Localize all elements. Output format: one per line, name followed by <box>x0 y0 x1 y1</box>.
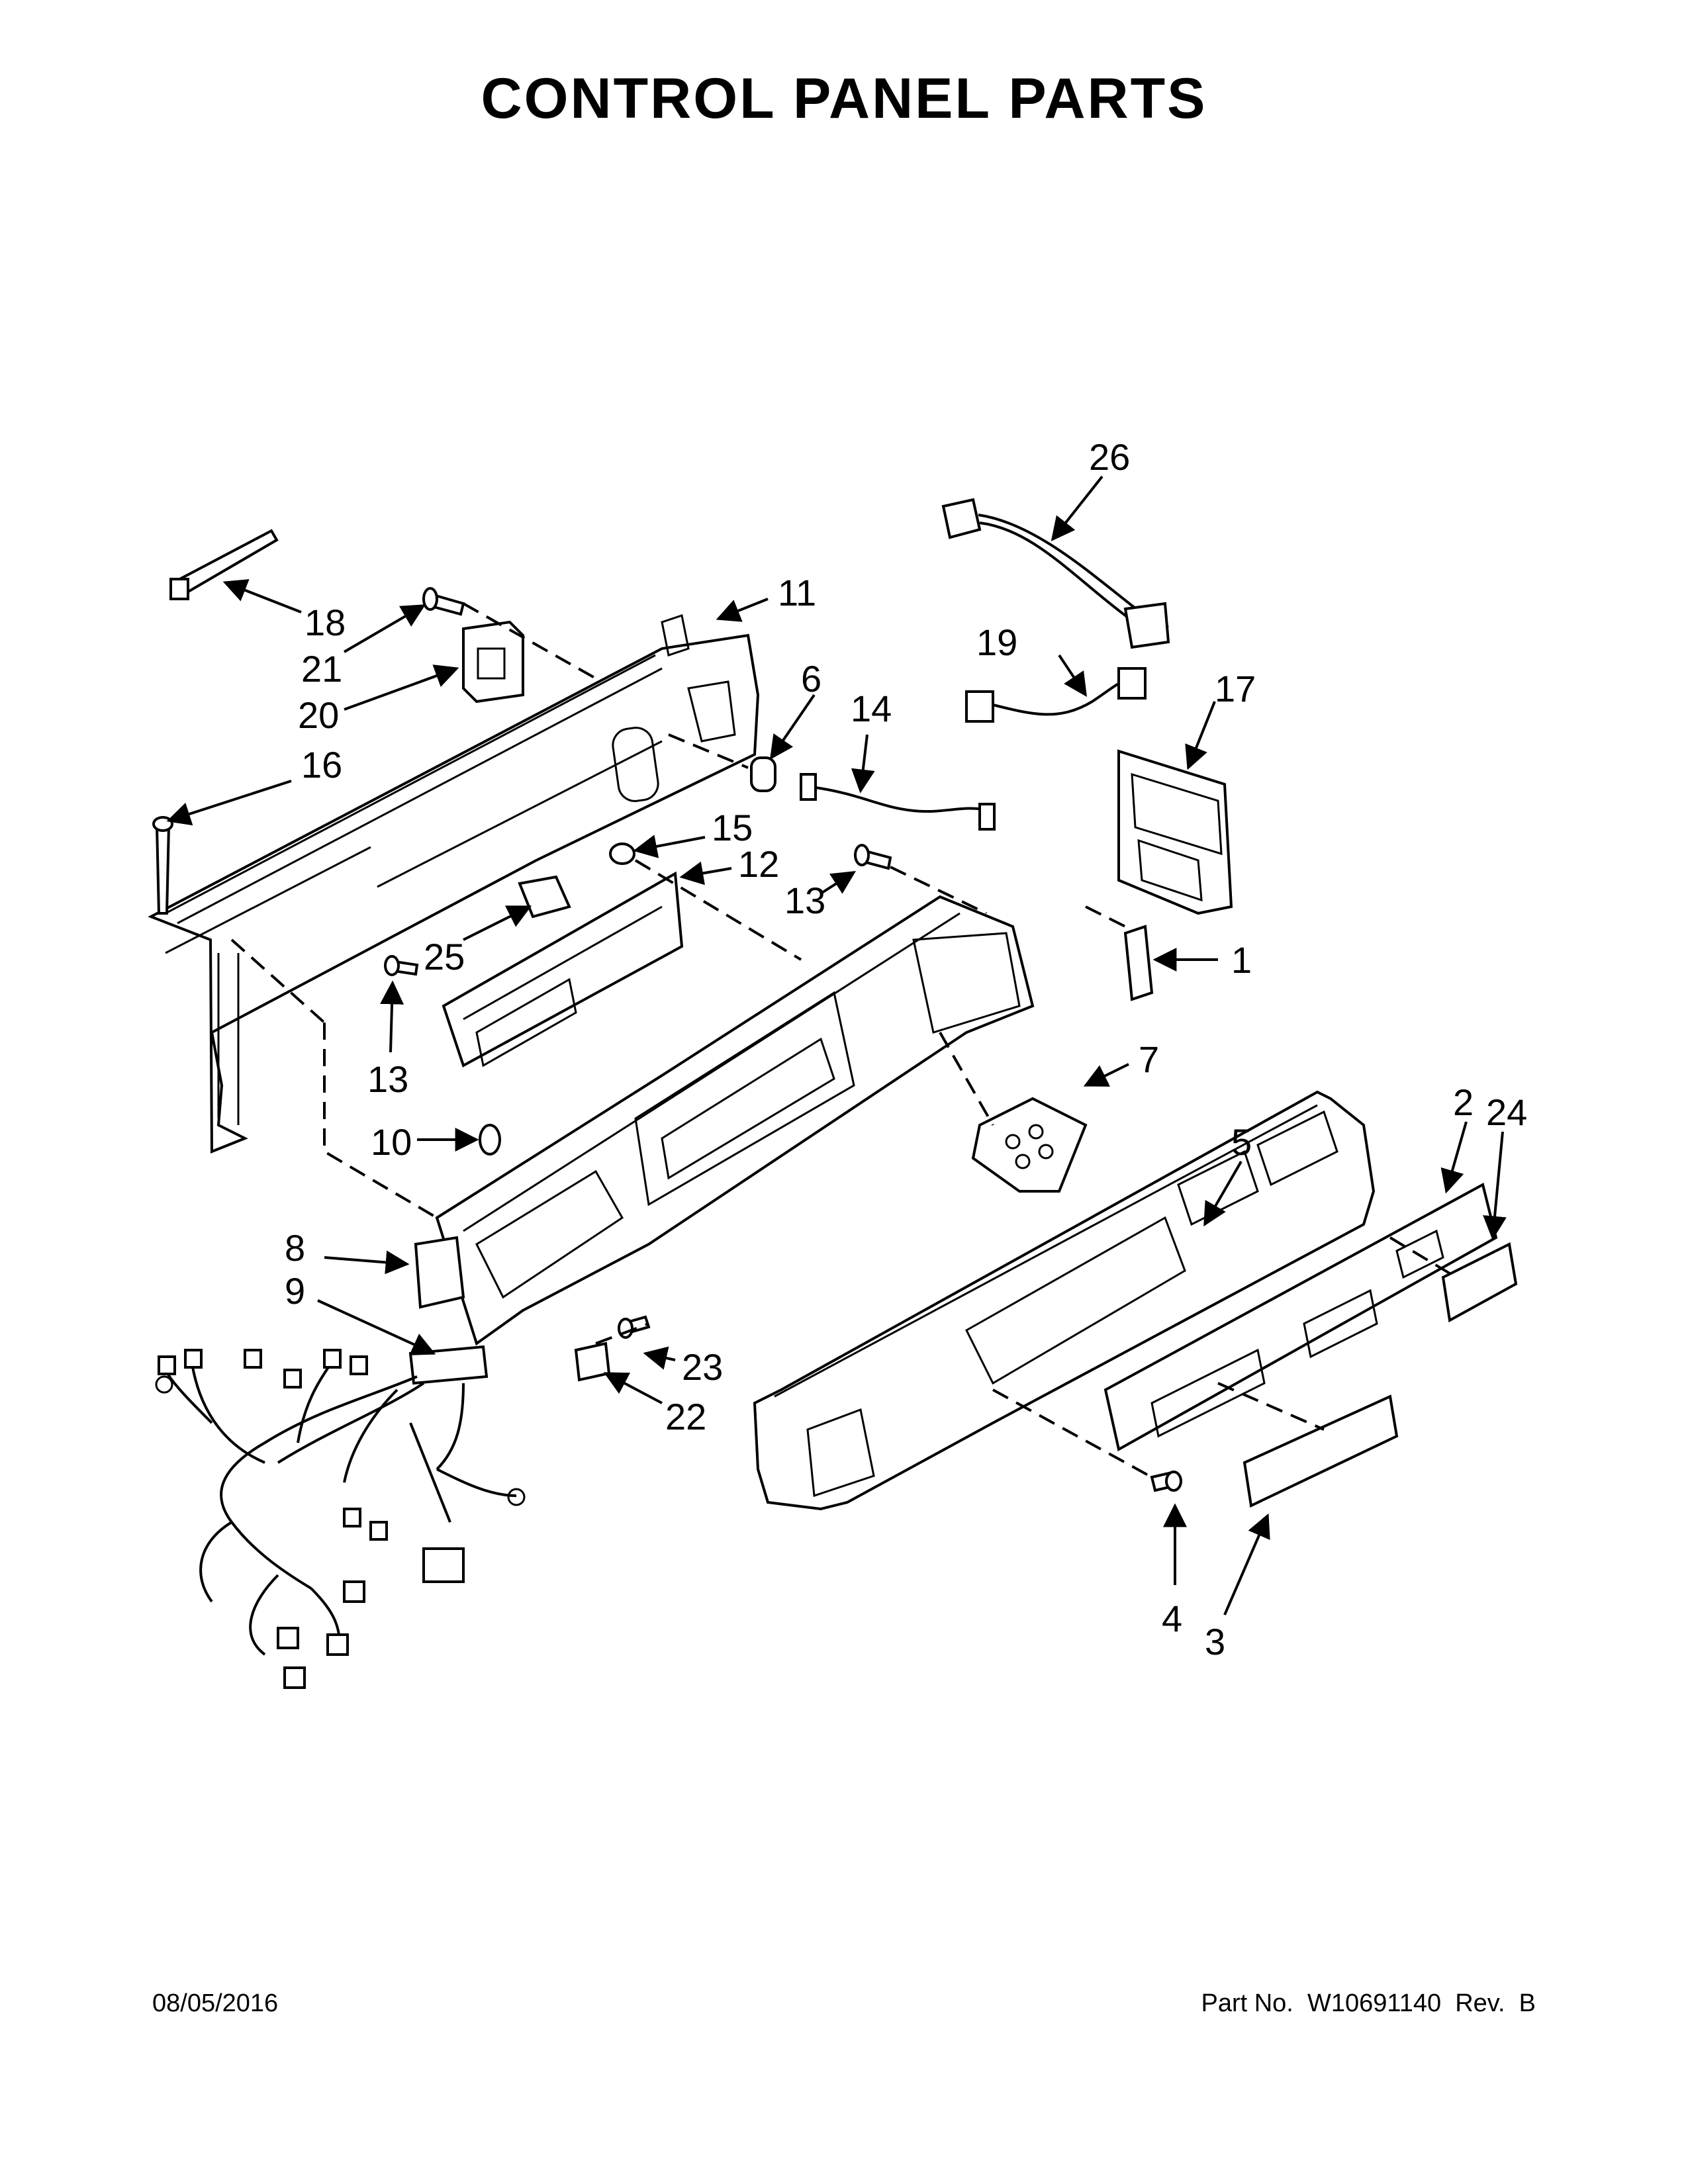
leader-lines <box>166 475 1507 1615</box>
callout-13b: 13 <box>367 1058 408 1100</box>
callout-24: 24 <box>1486 1091 1527 1133</box>
part-20-switch <box>462 620 524 704</box>
part-4-screw <box>1150 1471 1182 1492</box>
callout-13: 13 <box>784 880 825 921</box>
part-13-screw-upper <box>854 844 892 870</box>
callout-8: 8 <box>285 1227 305 1269</box>
part-19-harness <box>965 667 1147 723</box>
callout-labels: 18 21 20 16 11 6 14 19 17 26 15 12 13 25… <box>285 436 1527 1662</box>
callout-22: 22 <box>665 1396 706 1437</box>
part-14-cable <box>800 773 996 831</box>
callout-19: 19 <box>976 621 1017 663</box>
part-10-spring <box>479 1124 501 1156</box>
callout-18: 18 <box>305 602 346 643</box>
callout-20: 20 <box>298 694 339 736</box>
part-6-spacer <box>750 756 776 792</box>
callout-7: 7 <box>1139 1038 1159 1080</box>
part-25-connector <box>518 875 571 919</box>
part-3-lens <box>1243 1394 1399 1508</box>
callout-12: 12 <box>738 843 779 885</box>
callout-25: 25 <box>424 936 465 978</box>
console-housing <box>435 895 1035 1346</box>
callout-26: 26 <box>1089 436 1130 478</box>
callout-11: 11 <box>778 572 816 614</box>
callout-14: 14 <box>851 688 892 729</box>
footer-part-number: Part No. W10691140 Rev. B <box>1201 1989 1536 2017</box>
part-15-knob <box>609 842 635 865</box>
callout-5: 5 <box>1231 1121 1252 1163</box>
part-26-harness <box>941 498 1170 649</box>
callout-6: 6 <box>801 658 821 700</box>
callout-15: 15 <box>712 807 753 848</box>
part-17-control-board <box>1117 749 1233 915</box>
callout-23: 23 <box>682 1346 723 1388</box>
callout-17: 17 <box>1215 668 1256 709</box>
part-16-screw <box>152 816 173 915</box>
alignment-lines <box>230 602 1458 1479</box>
part-12-board <box>442 871 684 1068</box>
callout-2: 2 <box>1453 1081 1474 1123</box>
part-7-bracket <box>971 1097 1088 1193</box>
callout-21: 21 <box>301 648 342 690</box>
part-11-console-bracket <box>148 614 760 1154</box>
part-22-clip <box>574 1342 611 1382</box>
footer-date: 08/05/2016 <box>152 1989 279 2017</box>
callout-9: 9 <box>285 1270 305 1312</box>
page-title: CONTROL PANEL PARTS <box>481 67 1207 130</box>
callout-10: 10 <box>371 1121 412 1163</box>
callout-3: 3 <box>1205 1621 1225 1662</box>
callout-16: 16 <box>301 744 342 786</box>
part-18-cable-tie <box>169 529 279 600</box>
part-5-front-panel <box>753 1090 1376 1511</box>
part-13-screw-lower <box>384 955 419 976</box>
part-9-wire-harness <box>155 1345 526 1689</box>
part-21-screw <box>422 587 465 616</box>
callout-4: 4 <box>1162 1598 1182 1639</box>
part-1-bracket <box>1123 925 1154 1001</box>
part-24-lens <box>1441 1242 1518 1323</box>
part-8-bracket <box>414 1236 465 1309</box>
callout-1: 1 <box>1231 939 1252 981</box>
